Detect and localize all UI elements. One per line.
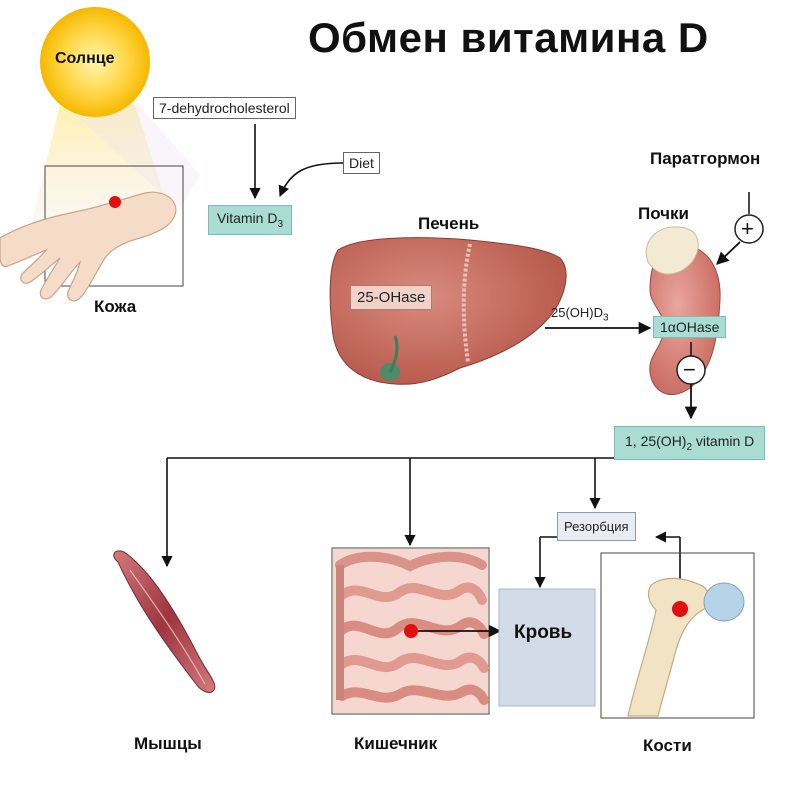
- oh-d3-text: 25(OH)D: [551, 305, 603, 320]
- oh-d3-subscript: 3: [603, 313, 609, 324]
- label-intestine: Кишечник: [354, 734, 437, 754]
- label-pth: Паратгормон: [650, 149, 760, 169]
- label-muscles: Мышцы: [134, 734, 202, 754]
- bone-red-dot: [672, 601, 688, 617]
- box-resorption: Резорбция: [557, 512, 636, 541]
- box-vitamin-d3: Vitamin D3: [208, 205, 292, 235]
- box-diet: Diet: [343, 152, 380, 174]
- vitamin-d3-subscript: 3: [277, 219, 283, 230]
- page-title: Обмен витамина D: [308, 14, 709, 62]
- skin-red-dot: [109, 196, 121, 208]
- blood-box: [499, 589, 595, 706]
- label-bones: Кости: [643, 736, 692, 756]
- label-kidneys: Почки: [638, 204, 689, 224]
- muscle-illustration: [114, 551, 215, 693]
- label-sun: Солнце: [55, 50, 115, 68]
- vitamin-d3-text: Vitamin D: [217, 210, 277, 226]
- box-calcitriol: 1, 25(OH)2 vitamin D: [614, 426, 765, 460]
- liver-illustration: [330, 238, 566, 385]
- box-1-alpha-ohase: 1αOHase: [653, 316, 726, 338]
- label-25-oh-d3: 25(OH)D3: [551, 305, 609, 324]
- box-7-dehydrocholesterol: 7-dehydrocholesterol: [153, 97, 296, 119]
- bone-illustration: [628, 578, 709, 716]
- label-blood: Кровь: [514, 622, 572, 644]
- calcitriol-text: 1, 25(OH): [625, 433, 686, 449]
- box-25-ohase: 25-OHase: [350, 285, 432, 310]
- intestine-red-dot: [404, 624, 418, 638]
- label-skin: Кожа: [94, 297, 136, 317]
- hand-icon: [0, 192, 176, 301]
- plus-symbol: +: [741, 216, 754, 242]
- minus-symbol: −: [683, 357, 696, 383]
- calcitriol-text-end: vitamin D: [692, 433, 754, 449]
- label-liver: Печень: [418, 214, 479, 234]
